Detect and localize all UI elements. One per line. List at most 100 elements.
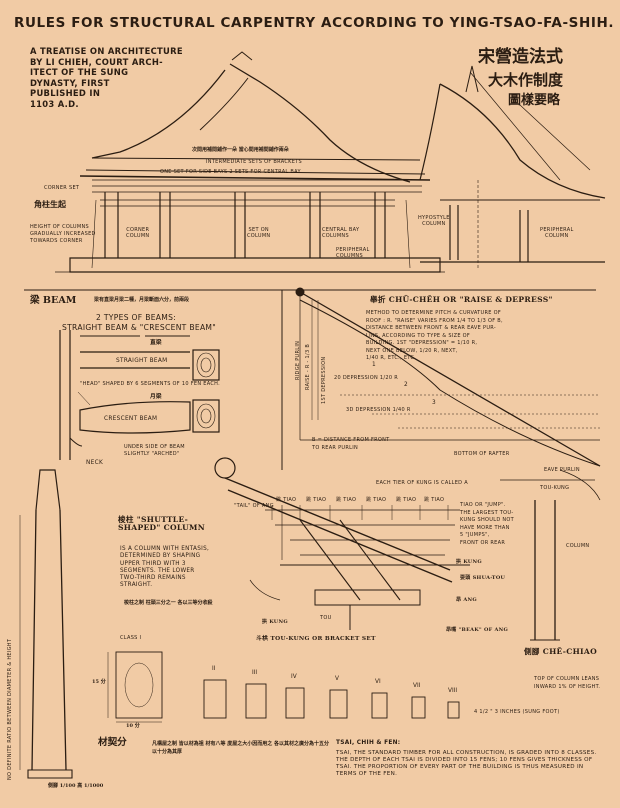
shuttle-column-heading: 梭柱 "SHUTTLE-SHAPED" COLUMN [118, 515, 205, 533]
peripheral-columns-label: PERIPHERAL COLUMNS [336, 247, 370, 259]
label-line: PERIPHERAL [540, 227, 574, 233]
beam-cn-note: 梁有直梁月梁二種，月梁斷面六分，前兩段 [94, 297, 190, 303]
diameter-ratio-note: NO DEFINITE RATIO BETWEEN DIAMETER & HEI… [7, 638, 13, 780]
text-line: HAVE MORE THAN [460, 524, 510, 531]
class-label: CLASS I [120, 635, 142, 641]
central-bay-columns-label: CENTRAL BAY COLUMNS [322, 227, 360, 239]
depression-marker-2: 2 [404, 382, 408, 388]
chucheh-method: METHOD TO DETERMINE PITCH & CURVATURE OF… [366, 310, 503, 363]
label-line: COLUMNS [322, 232, 349, 239]
beak-label: 昂嘴 "BEAK" OF ANG [446, 627, 509, 633]
eave-purlin-label: EAVE PURLIN [544, 467, 580, 473]
toukung-drawing [214, 457, 601, 641]
chucheh-heading: 舉折 CHÜ-CHÊH OR "RAISE & DEPRESS" [370, 295, 553, 304]
bottom-rafter-label: BOTTOM OF RAFTER [454, 451, 510, 457]
label-line: CENTRAL BAY [322, 227, 360, 233]
class-numeral: VIII [448, 688, 458, 694]
peripheral-column-label: PERIPHERAL COLUMN [540, 227, 574, 239]
second-depression-label: 20 DEPRESSION 1/20 R [334, 375, 398, 381]
label-line: HYPOSTYLE [418, 215, 450, 221]
cai-cn-text: 凡構屋之制 皆以材為祖 材有八等 度屋之大小因而用之 各以其材之廣分為十五分 以… [152, 741, 329, 755]
chucheh-diagram [295, 287, 601, 467]
underside-note: UNDER SIDE OF BEAM SLIGHTLY "ARCHED" [124, 444, 185, 458]
depth-dim: 15 分 [92, 679, 106, 685]
tiao-label: 跳 TIAO [276, 497, 297, 503]
class-numeral: VI [375, 679, 381, 685]
class-numeral: VII [413, 683, 421, 689]
tou-label: TOU [320, 615, 332, 621]
column-label: COLUMN [566, 543, 590, 549]
tier-note-cont: TIAO OR "JUMP". THE LARGEST TOU- KUNG SH… [460, 502, 514, 547]
text-line: 5 "JUMPS", [460, 532, 490, 538]
treatise-line: A TREATISE ON ARCHITECTURE [30, 46, 183, 56]
text-line: NEXT ONE BELOW, 1/20 R, NEXT, [366, 347, 458, 354]
text-line: 1/40 R, ETC., ETC. [366, 355, 417, 361]
beam-heading: 梁 BEAM [30, 295, 77, 306]
treatise-line: DYNASTY, FIRST [30, 77, 110, 88]
label-line: SLIGHTLY "ARCHED" [124, 451, 180, 457]
tiao-label: 跳 TIAO [306, 497, 327, 503]
text-line: ROOF : R. "RAISE" VARIES FROM 1/4 TO 1/3… [366, 317, 503, 324]
shuttle-column-cn-note: 梭柱之制 柱頭三分之一 各以三等分收殺 [124, 600, 213, 606]
treatise-block: A TREATISE ON ARCHITECTURE BY LI CHIEH, … [30, 46, 183, 109]
kung-label: 拱 KUNG [456, 559, 482, 565]
ang-label: 昂 ANG [456, 597, 477, 603]
shua-tou-label: 耍頭 SHUA-TOU [460, 575, 506, 581]
label-line: B = DISTANCE FROM FRONT [312, 437, 390, 443]
depression-marker-3: 3 [432, 400, 436, 406]
treatise-line: 1103 A.D. [30, 98, 79, 109]
tsai-classes [107, 651, 460, 723]
intermediate-sets-label: INTERMEDIATE SETS OF BRACKETS [206, 159, 302, 165]
bracket-counts-label: ONE SET FOR SIDE BAYS 2 SETS FOR CENTRAL… [160, 169, 301, 175]
neck-label: NECK [86, 460, 104, 466]
width-dim: 10 分 [126, 723, 140, 729]
tou-kung-label: TOU-KUNG [540, 485, 570, 491]
label-line: CORNER [126, 227, 150, 233]
straight-beam-cn: 直梁 [150, 340, 162, 346]
text-line: THE LARGEST TOU- [460, 509, 514, 516]
hall-elevation [55, 51, 606, 273]
height-note-line: HEIGHT OF COLUMNS [30, 224, 90, 230]
beam-section [59, 330, 220, 460]
tier-note: EACH TIER OF KUNG IS CALLED A [376, 480, 468, 488]
treatise-line: ITECT OF THE SUNG [30, 67, 129, 77]
straight-beam-label: STRAIGHT BEAM [116, 358, 168, 364]
class-numeral: II [212, 666, 216, 672]
crescent-beam-cn: 月梁 [150, 394, 162, 400]
chinese-title-1: 宋營造法式 [478, 47, 563, 67]
ridge-purlin-label: RIDGE PURLIN [295, 340, 301, 380]
first-depression-label: 1ST DEPRESSION [321, 356, 327, 404]
third-depression-label: 3D DEPRESSION 1/40 R [346, 407, 411, 413]
chechiao-heading: 側腳 CHÊ-CHIAO [524, 647, 598, 656]
head-note: "HEAD" SHAPED BY 6 SEGMENTS OF 10 FEN EA… [80, 381, 221, 387]
cai-heading: 材契分 [98, 737, 127, 748]
class-numeral: V [335, 676, 339, 682]
page-title: RULES FOR STRUCTURAL CARPENTRY ACCORDING… [14, 15, 615, 31]
chinese-title-2: 大木作制度 [488, 71, 564, 89]
height-note: HEIGHT OF COLUMNS GRADUALLY INCREASED TO… [30, 224, 96, 245]
label-line: PERIPHERAL [336, 247, 370, 253]
toukung-caption: 斗栱 TOU-KUNG OR BRACKET SET [256, 636, 376, 642]
text-line: EACH TIER OF KUNG IS CALLED A [376, 480, 468, 486]
raise-label: RAISE - R - 1/3 B [305, 343, 311, 390]
fen-note: 4 1/2 " 3 INCHES (SUNG FOOT) [474, 709, 560, 715]
corner-set-label: CORNER SET [44, 185, 80, 191]
text-line: BUILDING. 1ST "DEPRESSION" = 1/10 R, [366, 340, 478, 346]
tiao-label: 跳 TIAO [424, 497, 445, 503]
text-line: DISTANCE BETWEEN FRONT & REAR EAVE PUR- [366, 325, 496, 331]
hypostyle-column-label: HYPOSTYLE COLUMN [418, 215, 450, 227]
b-distance-label: B = DISTANCE FROM FRONT TO REAR PURLIN [312, 436, 390, 452]
tiao-label: 跳 TIAO [366, 497, 387, 503]
label-line: TO REAR PURLIN [312, 445, 359, 451]
depression-marker-1: 1 [372, 362, 376, 368]
crescent-beam-label: CRESCENT BEAM [104, 416, 158, 422]
column-base-note: 側腳 1/100 高 1/1000 [48, 783, 104, 789]
kung-left-label: 拱 KUNG [262, 619, 288, 625]
chinese-title-3: 圖樣要略 [508, 93, 561, 108]
text-line: KUNG SHOULD NOT [460, 517, 514, 523]
corner-column-label: CORNER COLUMN [126, 227, 150, 239]
text-line: METHOD TO DETERMINE PITCH & CURVATURE OF [366, 310, 502, 316]
beam-types-2: STRAIGHT BEAM & "CRESCENT BEAM" [62, 323, 217, 332]
